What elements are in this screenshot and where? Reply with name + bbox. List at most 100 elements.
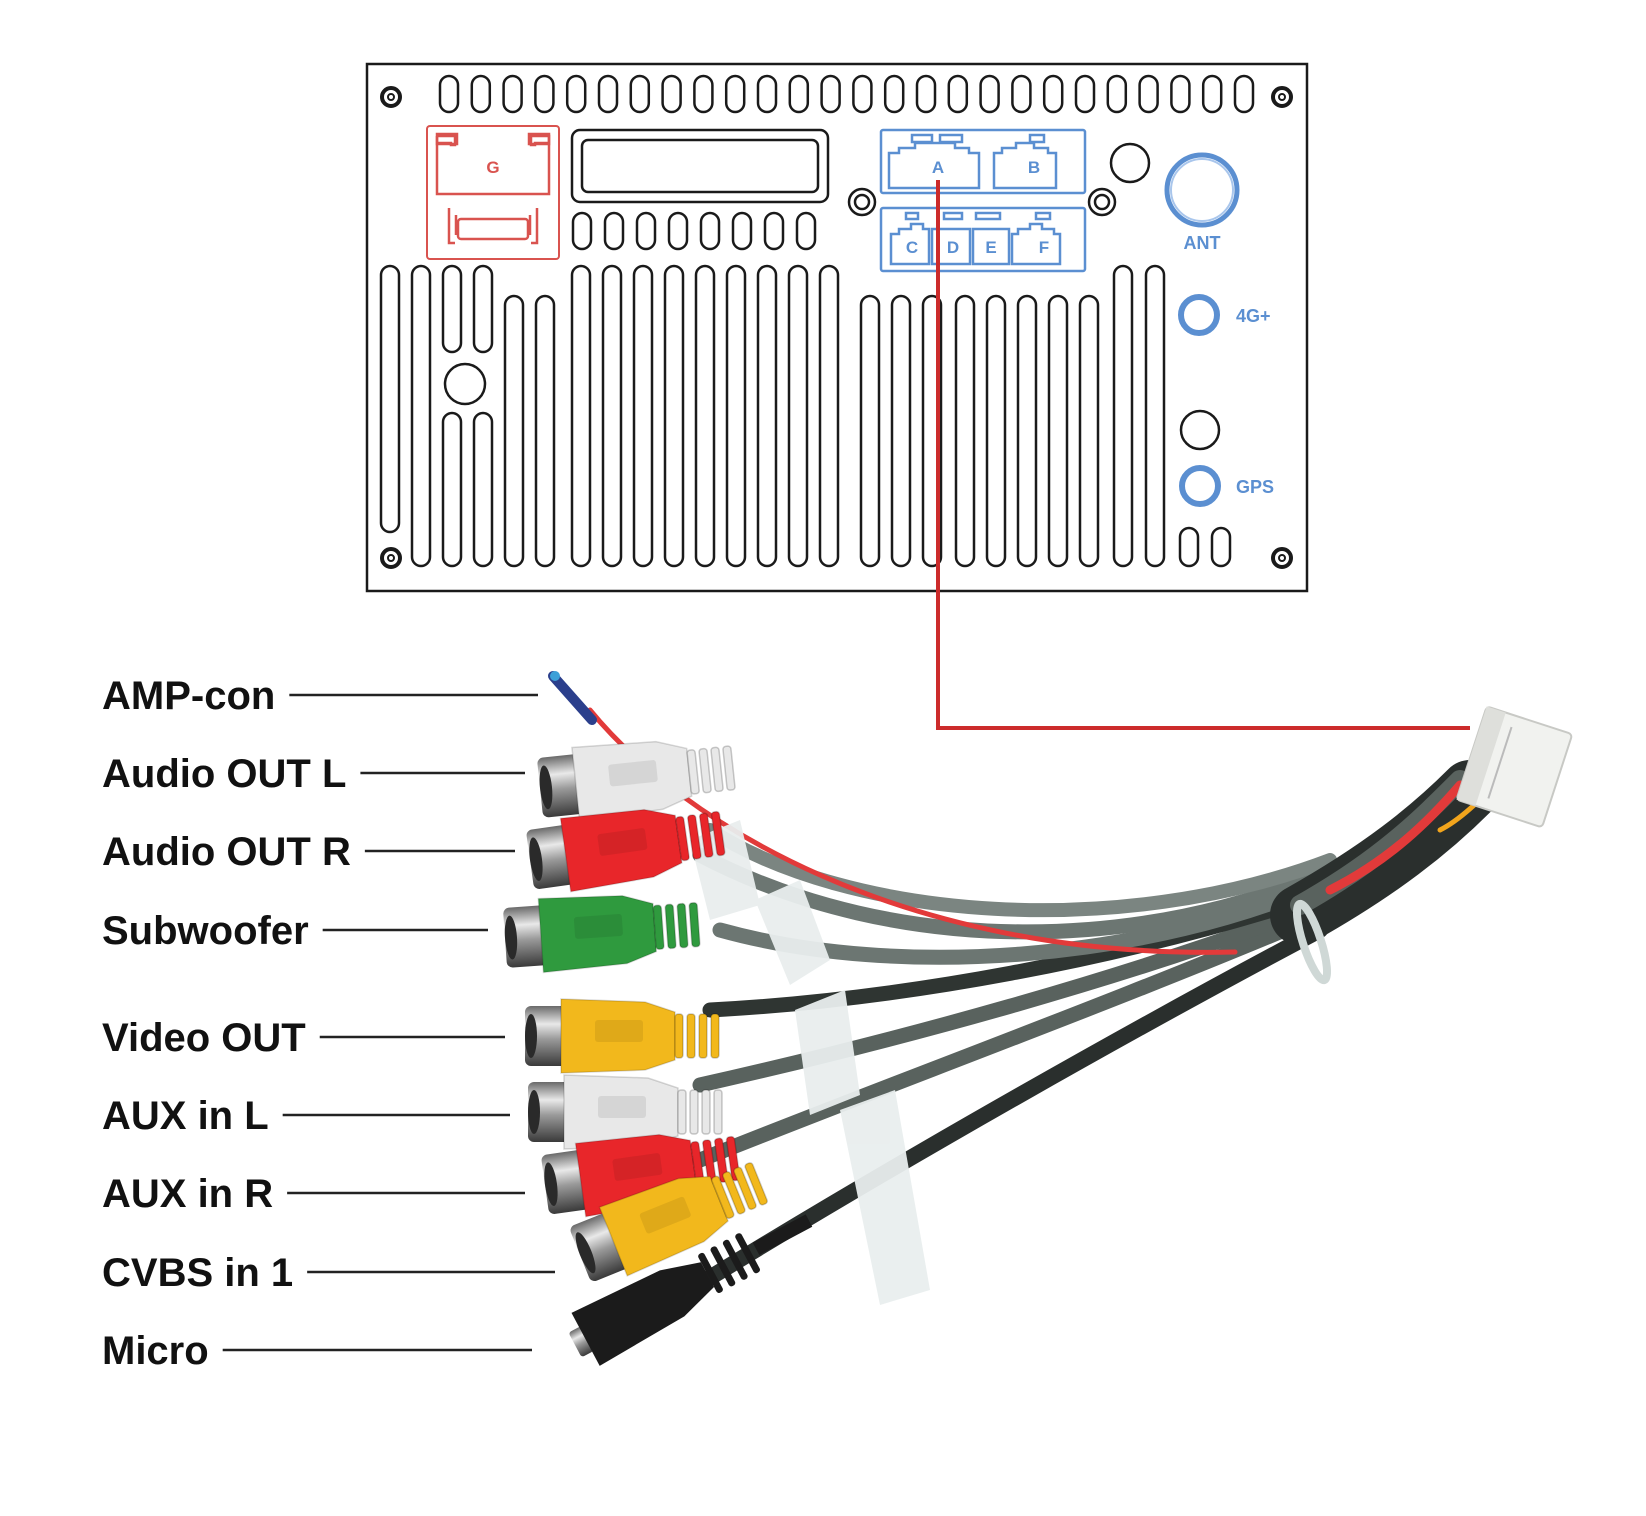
- vent-hole: [1138, 74, 1159, 114]
- vent-hole: [852, 74, 873, 114]
- vent-hole: [699, 211, 721, 251]
- vent-hole: [763, 211, 785, 251]
- heatsink-slot: [570, 264, 592, 568]
- heatsink-slot: [1210, 526, 1232, 568]
- cable-tie: [1292, 899, 1332, 985]
- rca-plug: [541, 1133, 741, 1218]
- vent-hole: [534, 74, 555, 114]
- heatsink-slot: [601, 264, 623, 568]
- lead-label: Audio OUT L: [102, 752, 525, 796]
- round-holes: [443, 142, 1221, 451]
- connector-label-c: C: [906, 238, 918, 257]
- connector-plugs: [503, 740, 813, 1366]
- vent-hole: [756, 74, 778, 114]
- heatsink-slot: [472, 264, 494, 354]
- vent-hole: [438, 74, 460, 114]
- heatsink-slot: [859, 294, 881, 568]
- port-label-gps: GPS: [1236, 477, 1274, 497]
- heatsink-slot: [1047, 294, 1069, 568]
- vent-hole: [1233, 74, 1255, 114]
- lead-label-text: Audio OUT L: [102, 752, 346, 796]
- vent-hole: [731, 211, 753, 251]
- vent-hole: [502, 74, 523, 114]
- connector-label-e: E: [985, 238, 996, 257]
- port-ant: ANT: [1164, 152, 1240, 253]
- rca-plug: [526, 808, 726, 893]
- vent-hole: [603, 211, 625, 251]
- vent-hole: [915, 74, 937, 114]
- connector-label-f: F: [1039, 238, 1049, 257]
- heatsink-slot: [632, 264, 654, 568]
- lead-label-text: AUX in L: [102, 1094, 269, 1138]
- vent-hole: [470, 74, 492, 114]
- lead-label: AUX in R: [102, 1172, 525, 1216]
- rca-plug: [570, 1162, 768, 1282]
- heatsink-slot: [1078, 294, 1100, 568]
- lead-label: Audio OUT R: [102, 830, 515, 874]
- heatsink-slot: [503, 294, 525, 568]
- vent-hole: [693, 74, 714, 114]
- connector-label-d: D: [947, 238, 959, 257]
- vent-hole: [947, 74, 969, 114]
- vent-hole: [1106, 74, 1128, 114]
- heatsink-slots: [379, 264, 1232, 568]
- amp-con-tip: [548, 671, 597, 725]
- lead-label-text: Micro: [102, 1329, 209, 1373]
- power-connector-g: G: [426, 125, 560, 260]
- vent-hole: [1042, 74, 1064, 114]
- mic-jack: [569, 1214, 813, 1366]
- lead-label: AMP-con: [102, 674, 538, 718]
- lead-label-text: AUX in R: [102, 1172, 273, 1216]
- vent-hole: [724, 74, 746, 114]
- vent-hole: [795, 211, 817, 251]
- connector-a-link-line: [936, 180, 1470, 730]
- 4g-socket-icon: [1178, 294, 1220, 336]
- lead-label: Subwoofer: [102, 909, 488, 953]
- vent-hole: [788, 74, 810, 114]
- screw-holes: [380, 86, 1293, 569]
- port-4g: 4G+: [1178, 294, 1271, 336]
- vent-hole: [1011, 74, 1032, 114]
- vent-hole: [1074, 74, 1096, 114]
- ant-socket-icon: [1164, 152, 1240, 228]
- lead-label-text: AMP-con: [102, 674, 275, 718]
- heatsink-slot: [818, 264, 840, 568]
- disc-slot: [570, 128, 830, 204]
- harness-connector-block: A B C D E F: [879, 128, 1087, 273]
- vent-hole: [571, 211, 593, 251]
- heatsink-slot: [663, 264, 685, 568]
- vent-hole: [979, 74, 1000, 114]
- gps-socket-icon: [1179, 465, 1221, 507]
- lead-label-text: Video OUT: [102, 1016, 306, 1060]
- vent-hole: [635, 211, 657, 251]
- heatsink-slot: [1016, 294, 1038, 568]
- heatsink-slot: [1178, 526, 1200, 568]
- heatsink-slot: [1144, 264, 1166, 568]
- lead-label: Video OUT: [102, 1016, 505, 1060]
- vent-hole: [883, 74, 905, 114]
- vent-hole: [629, 74, 651, 114]
- heatsink-slot: [890, 294, 912, 568]
- rca-plug: [525, 998, 720, 1074]
- heatsink-slot: [410, 264, 432, 568]
- power-connector-label: G: [486, 158, 499, 177]
- lead-label: Micro: [102, 1329, 532, 1373]
- heatsink-slot: [1112, 264, 1134, 568]
- connector-label-b: B: [1028, 158, 1040, 177]
- vent-hole: [565, 74, 587, 114]
- top-vent-row: [438, 74, 1255, 114]
- lead-label: CVBS in 1: [102, 1251, 555, 1295]
- heatsink-slot: [441, 264, 463, 354]
- heatsink-slot: [954, 294, 976, 568]
- heatsink-slot: [787, 264, 809, 568]
- heatsink-slot: [985, 294, 1007, 568]
- lead-label: AUX in L: [102, 1094, 510, 1138]
- vent-hole: [661, 74, 682, 114]
- rca-plug: [528, 1074, 723, 1150]
- heatsink-slot: [472, 411, 494, 568]
- antenna-ports: ANT 4G+ GPS: [1164, 152, 1274, 507]
- label-tapes: [690, 820, 930, 1305]
- rca-plug: [503, 894, 701, 974]
